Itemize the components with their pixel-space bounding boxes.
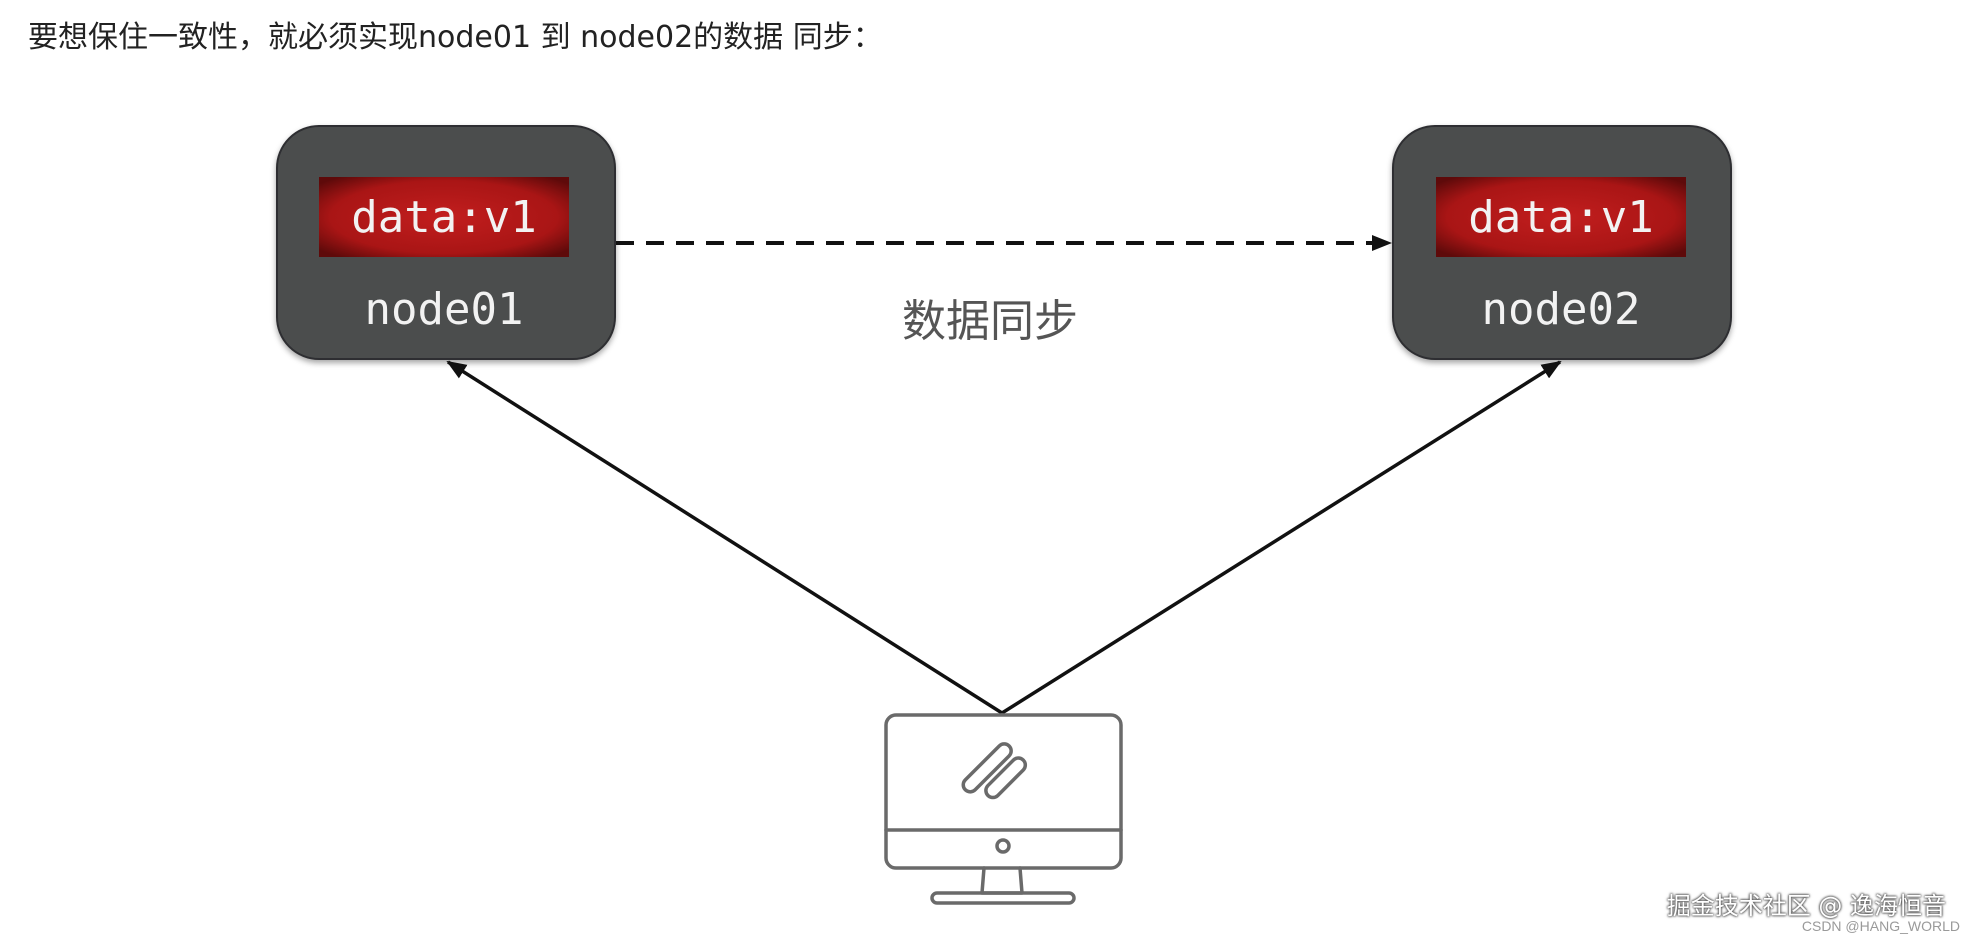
watermark-sub: CSDN @HANG_WORLD	[1801, 918, 1960, 934]
monitor-icon	[884, 713, 1123, 905]
client-to-node01-arrow	[446, 360, 1003, 715]
node01-name: node01	[365, 284, 524, 335]
client-to-node02-arrow	[1001, 360, 1562, 715]
node01-box: data:v1 node01	[276, 125, 616, 360]
node02-data-label: data:v1	[1468, 192, 1653, 243]
node01-data-label: data:v1	[351, 192, 536, 243]
pen-logo-icon	[961, 742, 1028, 800]
node01-data-badge	[319, 177, 569, 257]
watermark-main: 掘金技术社区 @ 逸海恒音	[1666, 892, 1946, 920]
sync-label: 数据同步	[902, 296, 1078, 347]
node02-data-badge	[1436, 177, 1686, 257]
node02-box: data:v1 node02	[1392, 125, 1732, 360]
intro-text: 要想保住一致性，就必须实现node01 到 node02的数据 同步：	[28, 20, 883, 55]
node02-name: node02	[1482, 284, 1641, 335]
